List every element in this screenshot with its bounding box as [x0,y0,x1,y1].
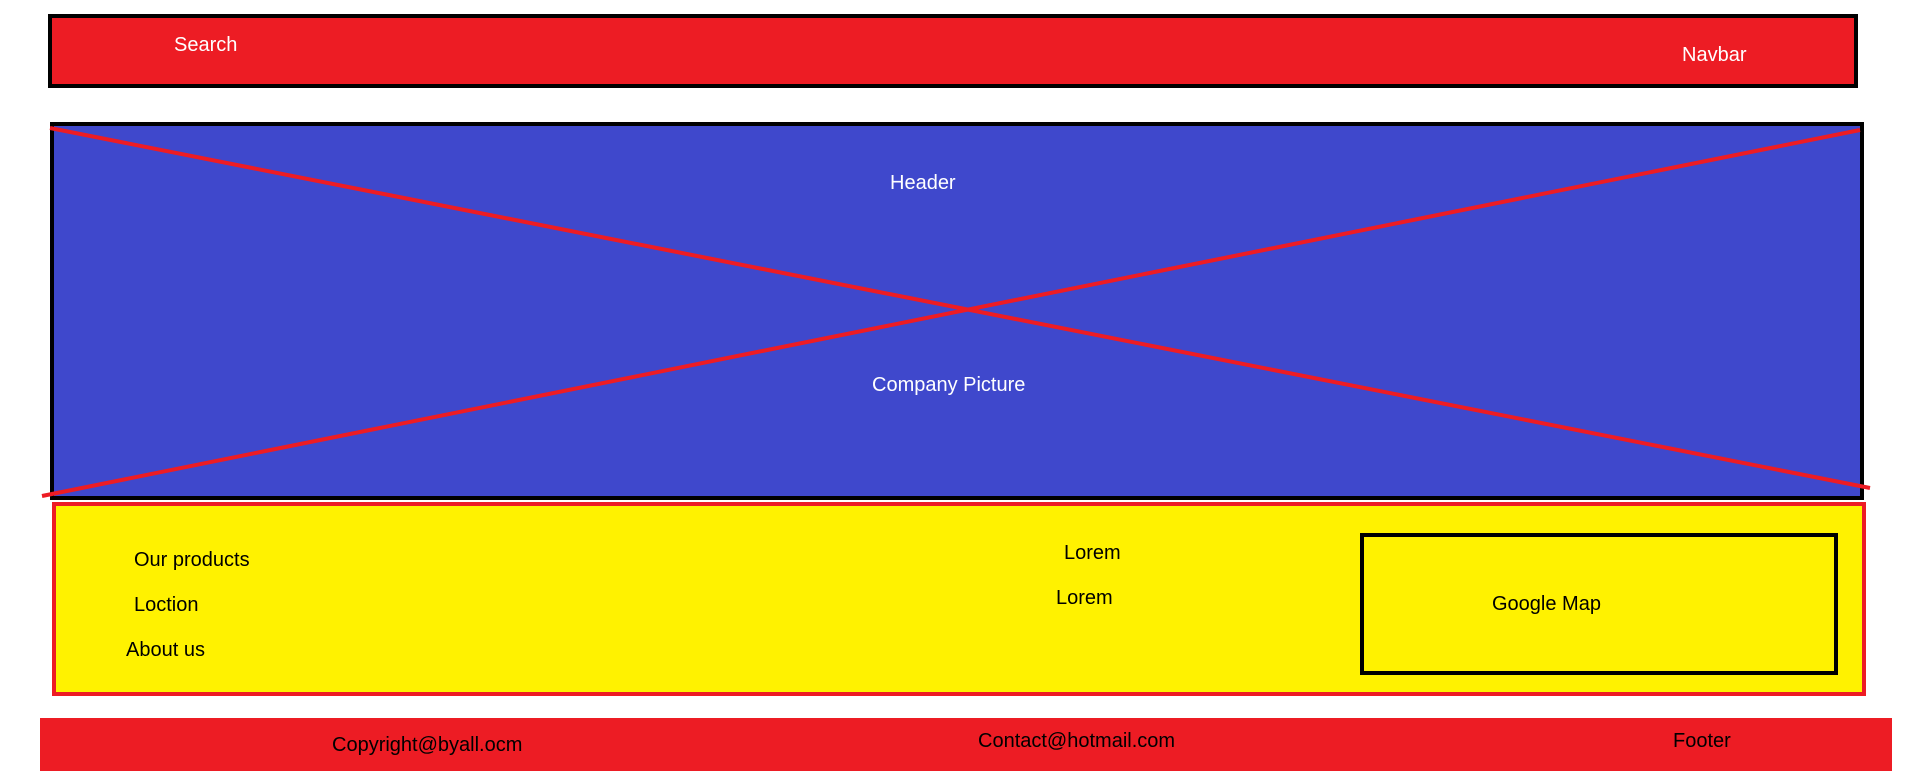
navbar-label: Navbar [1682,44,1747,66]
lorem-text: Lorem [1056,587,1113,609]
location-link[interactable]: Loction [134,594,199,616]
header-label: Header [890,172,956,194]
google-map-label: Google Map [1492,593,1601,615]
footer-label: Footer [1673,730,1731,752]
search-link[interactable]: Search [174,34,238,56]
copyright-text: Copyright@byall.ocm [332,734,523,756]
content-section: Our products Loction About us Lorem Lore… [52,502,1866,696]
company-picture-label: Company Picture [872,374,1026,396]
contact-email-link[interactable]: Contact@hotmail.com [978,730,1176,752]
lorem-text: Lorem [1064,542,1121,564]
our-products-link[interactable]: Our products [134,549,250,571]
header-section: Header Company Picture [50,122,1864,500]
google-map[interactable]: Google Map [1360,533,1838,675]
footer: Copyright@byall.ocm Contact@hotmail.com … [40,718,1892,771]
about-us-link[interactable]: About us [126,639,205,661]
navbar: Search Navbar [48,14,1858,88]
